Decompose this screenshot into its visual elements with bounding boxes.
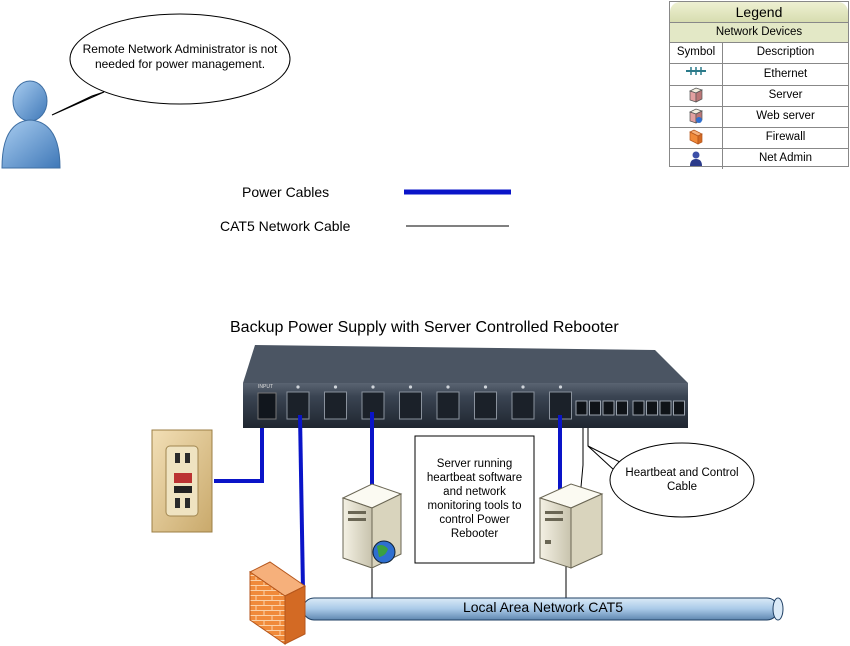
power-rebooter-unit <box>243 345 688 428</box>
diagram-title: Backup Power Supply with Server Controll… <box>230 319 619 336</box>
legend-row: Server <box>670 85 848 107</box>
firewall-icon <box>249 561 306 645</box>
legend-item-label: Ethernet <box>763 68 808 80</box>
outlet-indicator <box>296 385 300 389</box>
outlet-socket <box>286 391 310 420</box>
lan-label: Local Area Network CAT5 <box>462 599 624 615</box>
outlet-socket <box>324 391 347 420</box>
heartbeat-bubble <box>587 442 755 518</box>
legend-subtitle: Network Devices <box>670 23 848 43</box>
pdu-input-label: INPUT <box>258 384 273 390</box>
server-note-text: Server running heartbeat software and ne… <box>426 458 523 540</box>
rj45-port <box>589 400 601 416</box>
outlet-indicator <box>408 385 413 389</box>
legend-item-label: Server <box>768 89 803 101</box>
web-server-icon <box>689 108 703 124</box>
legend-row: Web server <box>670 106 848 128</box>
outlet-indicator <box>558 385 563 389</box>
speech-bubble <box>51 13 291 116</box>
outlet-socket <box>436 391 460 420</box>
outlet-socket <box>399 391 422 420</box>
ethernet-icon <box>686 67 706 75</box>
legend-item-label: Firewall <box>765 131 806 143</box>
rj45-port <box>575 400 588 416</box>
rj45-port <box>659 400 672 416</box>
outlet-indicator <box>446 385 450 389</box>
wall-outlet <box>151 429 213 533</box>
power-cables <box>214 412 562 591</box>
outlet-indicator <box>333 385 338 389</box>
legend-item-label: Web server <box>756 110 815 122</box>
rj45-port <box>646 400 658 416</box>
web-server-icon <box>341 483 403 569</box>
legend-panel: Legend Network Devices Symbol Descriptio… <box>669 1 849 169</box>
outlet-indicator <box>371 385 375 389</box>
outlet-socket <box>474 391 497 420</box>
outlet-socket <box>511 391 535 420</box>
net-admin-icon <box>690 151 702 166</box>
legend-item-label: Net Admin <box>758 152 813 164</box>
rj45-port <box>602 400 615 416</box>
legend-title: Legend <box>670 2 848 23</box>
control-server-icon <box>538 483 604 569</box>
legend-col-symbol: Symbol <box>670 42 723 63</box>
legend-row: Firewall <box>670 127 848 149</box>
rj45-port <box>632 400 645 416</box>
admin-person-icon <box>1 80 61 169</box>
legend-row: Net Admin <box>670 148 848 169</box>
server-note-box <box>414 435 535 564</box>
power-cables-label: Power Cables <box>242 184 330 200</box>
lan-pipe <box>302 597 784 621</box>
rj45-port <box>616 400 628 416</box>
outlet-socket <box>549 391 572 420</box>
heartbeat-bubble-text: Heartbeat and Control Cable <box>625 467 739 493</box>
server-icon <box>689 87 703 103</box>
outlet-indicator <box>521 385 525 389</box>
legend-header-row: Symbol Description <box>670 42 848 64</box>
cat5-cable-label: CAT5 Network Cable <box>220 218 351 234</box>
outlet-indicator <box>483 385 488 389</box>
legend-row: Ethernet <box>670 64 848 86</box>
legend-col-description: Description <box>756 46 815 58</box>
speech-bubble-text: Remote Network Administrator is not need… <box>82 42 278 71</box>
firewall-icon <box>689 129 703 145</box>
rj45-port <box>673 400 685 416</box>
